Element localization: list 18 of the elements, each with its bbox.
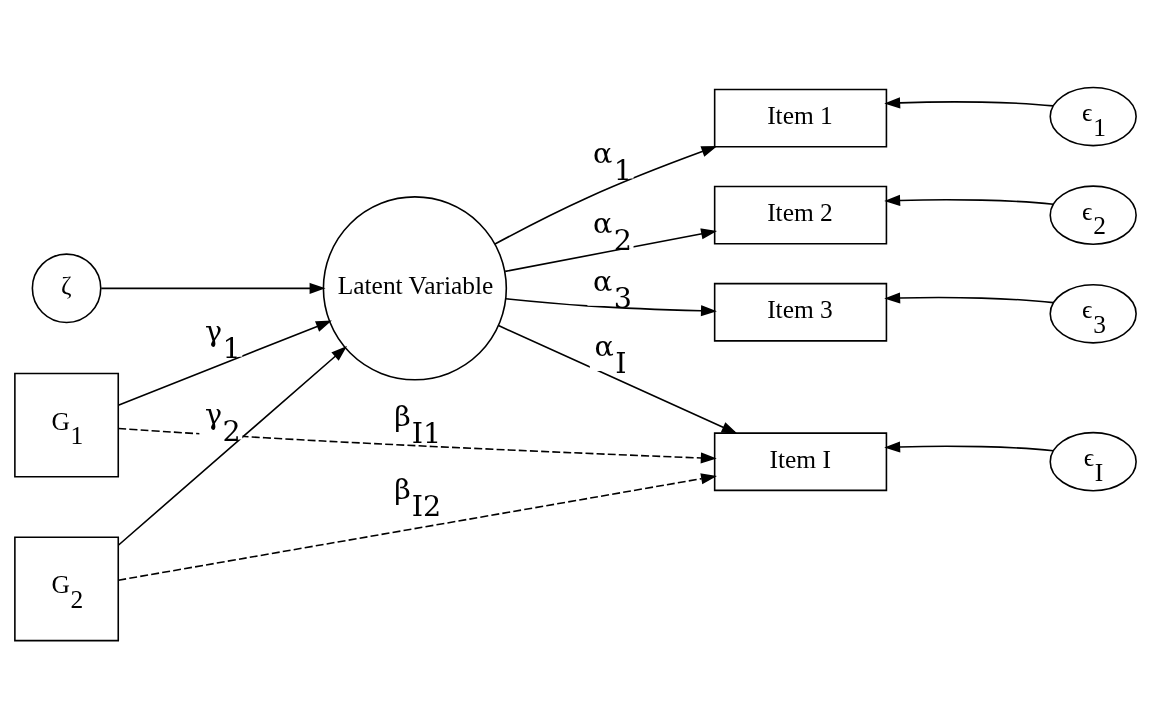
arrow xyxy=(117,345,347,546)
arrow xyxy=(884,96,1054,108)
node-box: Item 2 xyxy=(713,185,888,245)
arrow xyxy=(884,291,1054,304)
arrow xyxy=(505,297,717,316)
arrow xyxy=(100,282,326,294)
arrow xyxy=(884,440,1054,452)
node-box: Item I xyxy=(713,431,888,491)
node-box: Item 3 xyxy=(713,282,888,342)
arrow xyxy=(117,320,332,406)
arrow xyxy=(497,324,738,434)
arrow xyxy=(504,227,718,272)
arrow xyxy=(117,427,717,464)
node-box: Item 1 xyxy=(713,88,888,148)
arrow xyxy=(494,145,718,245)
arrow xyxy=(884,194,1054,206)
node-circle: Latent Variable xyxy=(322,195,508,381)
node-circle: ζ xyxy=(31,252,102,323)
